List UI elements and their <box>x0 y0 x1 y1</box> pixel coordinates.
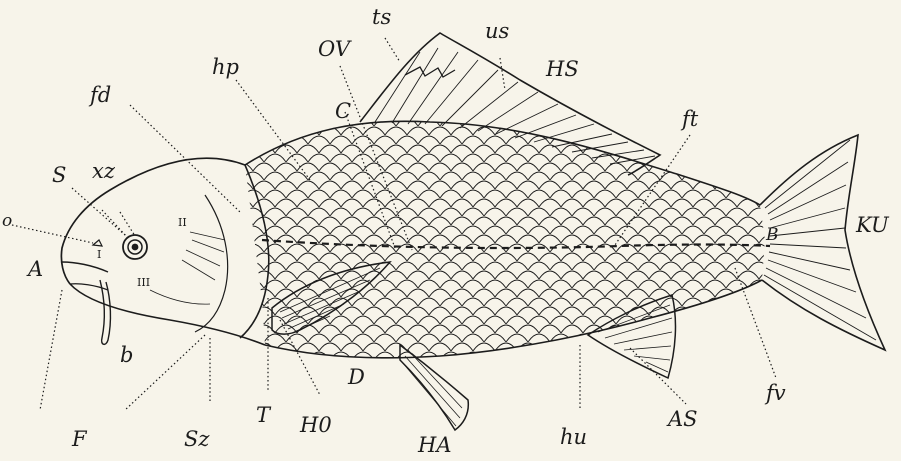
label-b: b <box>120 343 133 367</box>
label-KU: KU <box>855 213 890 237</box>
label-o: o <box>2 211 12 231</box>
label-C: C <box>335 99 351 123</box>
label-HA: HA <box>417 433 451 457</box>
fish-head <box>61 158 268 345</box>
label-A: A <box>26 257 43 281</box>
label-S: S <box>52 163 66 187</box>
label-us: us <box>485 19 510 43</box>
label-hu: hu <box>560 425 587 449</box>
label-ft: ft <box>680 107 699 131</box>
label-II: II <box>178 216 187 229</box>
label-Sz: Sz <box>184 427 210 451</box>
label-AS: AS <box>666 407 698 431</box>
label-III: III <box>137 276 150 289</box>
fish-body <box>240 110 770 370</box>
label-ts: ts <box>372 5 391 29</box>
label-T: T <box>256 403 272 427</box>
label-HS: HS <box>545 57 579 81</box>
label-fv: fv <box>764 381 786 405</box>
label-I: I <box>97 248 101 261</box>
label-HO: H0 <box>299 413 332 437</box>
label-xz: xz <box>92 159 116 183</box>
label-hp: hp <box>212 55 239 79</box>
caudal-fin <box>760 135 885 350</box>
label-fd: fd <box>88 83 111 107</box>
label-OV: OV <box>318 37 352 61</box>
eye-pupil <box>132 244 139 251</box>
label-F: F <box>71 427 88 451</box>
label-D: D <box>347 365 365 389</box>
label-B: B <box>765 225 779 245</box>
